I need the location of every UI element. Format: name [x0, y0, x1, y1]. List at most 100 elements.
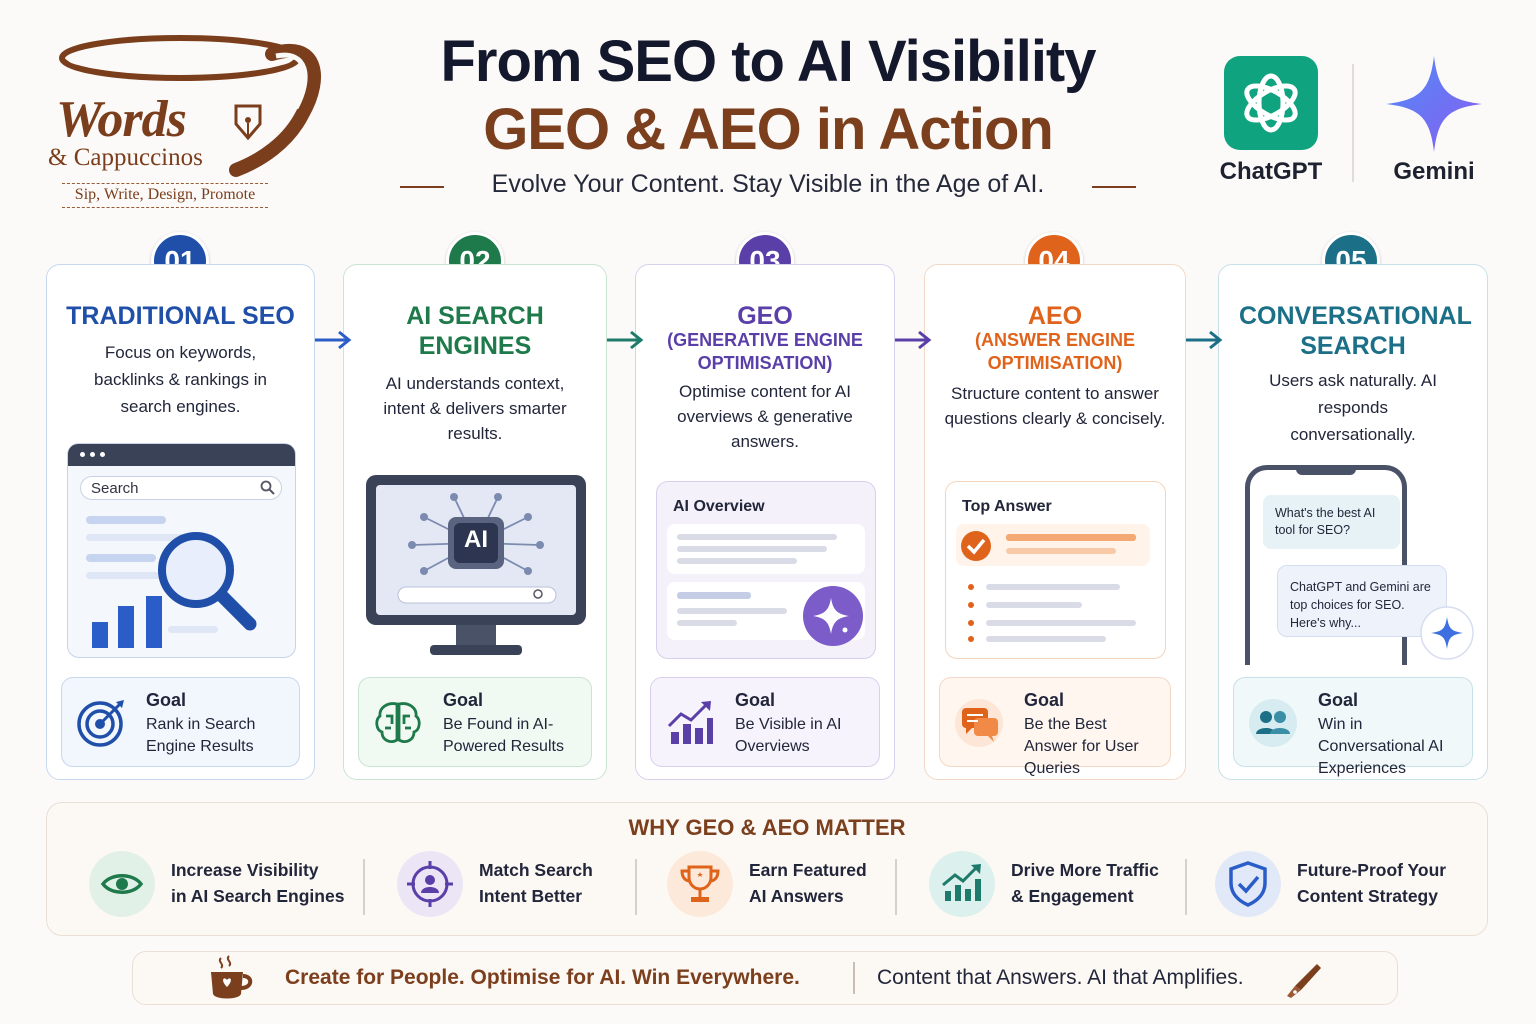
step-card-ai-search-engines: AI SEARCH ENGINES AI understands context…: [343, 264, 607, 780]
step-card-conversational-search: CONVERSATIONAL SEARCH Users ask naturall…: [1218, 264, 1488, 780]
pen-nib-icon: [234, 104, 262, 141]
step-title: CONVERSATIONAL SEARCH: [1239, 302, 1472, 360]
coffee-cup-icon: [211, 955, 253, 999]
step-description: Focus on keywords, backlinks & rankings …: [94, 343, 267, 416]
goal-label: Goal: [1024, 690, 1065, 710]
ai-monitor-illustration: [366, 475, 586, 655]
chatgpt-label: ChatGPT: [1219, 158, 1323, 185]
sparkle-icon: [803, 586, 863, 646]
goal-label: Goal: [443, 690, 484, 710]
eye-icon: [89, 851, 155, 917]
why-text-line2: in AI Search Engines: [171, 886, 345, 906]
page-title-secondary: GEO & AEO in Action: [483, 97, 1054, 162]
growth-chart-icon: [929, 851, 995, 917]
target-user-icon: [397, 851, 463, 917]
trophy-icon: [667, 851, 733, 917]
arrow-right-icon: [1186, 330, 1223, 350]
gemini-star-icon: [1386, 56, 1482, 152]
arrow-right-icon: [315, 330, 352, 350]
target-icon: [77, 700, 124, 747]
chatgpt-icon: [1244, 73, 1298, 133]
brand-logo: Words & Cappuccinos Sip, Write, Design, …: [40, 20, 330, 220]
ai-overview-illustration: AI Overview: [656, 481, 876, 659]
ai-chip-label: AI: [464, 526, 488, 553]
arrow-right-icon: [607, 330, 644, 350]
fountain-pen-icon: [1287, 964, 1321, 998]
goal-label: Goal: [735, 690, 776, 710]
top-answer-illustration: Top Answer: [945, 481, 1166, 659]
goal-text: Be Found in AI-Powered Results: [443, 716, 564, 755]
gemini-star-icon: [1420, 606, 1474, 660]
goal-text: Be the Best Answer for User Queries: [1024, 716, 1139, 777]
why-text: Earn Featured AI Answers: [749, 857, 867, 909]
step-subtitle: (ANSWER ENGINE OPTIMISATION): [974, 330, 1135, 373]
goal-text: Be Visible in AI Overviews: [735, 716, 842, 755]
chat-bubbles-icon: [955, 699, 1003, 747]
step-title: TRADITIONAL SEO: [66, 302, 295, 330]
why-text-line2: Content Strategy: [1297, 886, 1438, 906]
why-text-line2: & Engagement: [1011, 886, 1134, 906]
why-text-line1: Drive More Traffic: [1011, 860, 1159, 880]
why-item-visibility: Increase Visibility in AI Search Engines: [89, 851, 379, 919]
footer-banner: Create for People. Optimise for AI. Win …: [132, 951, 1398, 1005]
arrow-right-icon: [895, 330, 932, 350]
shield-check-icon: [1215, 851, 1281, 917]
step-title: AI SEARCH ENGINES: [406, 302, 544, 360]
step-card-traditional-seo: TRADITIONAL SEO Focus on keywords, backl…: [46, 264, 315, 780]
subtitle-divider-left: [400, 186, 444, 188]
users-icon: [1249, 699, 1297, 747]
why-section: WHY GEO & AEO MATTER Increase Visibility…: [46, 802, 1488, 936]
why-item-traffic: Drive More Traffic & Engagement: [929, 851, 1199, 919]
why-text: Drive More Traffic & Engagement: [1011, 857, 1159, 909]
logo-tagline: Sip, Write, Design, Promote: [62, 183, 268, 208]
step-description: Users ask naturally. AI responds convers…: [1269, 371, 1437, 444]
page-title: From SEO to AI Visibility: [440, 29, 1097, 94]
browser-titlebar: [68, 444, 295, 466]
check-circle-icon: [961, 531, 991, 561]
ai-overview-title: AI Overview: [673, 498, 765, 515]
why-text-line2: AI Answers: [749, 886, 844, 906]
growth-chart-icon: [667, 701, 713, 744]
step-title: AEO: [1027, 302, 1083, 330]
search-icon: [260, 480, 275, 495]
brain-icon: [375, 702, 421, 743]
ai-chat-bubble: ChatGPT and Gemini are top choices for S…: [1277, 565, 1447, 637]
gemini-label: Gemini: [1393, 158, 1475, 185]
why-text: Increase Visibility in AI Search Engines: [171, 857, 344, 909]
goal-text: Win in Conversational AI Experiences: [1318, 716, 1444, 777]
step-card-geo: GEO (GENERATIVE ENGINE OPTIMISATION) Opt…: [635, 264, 895, 780]
footer-tagline: Content that Answers. AI that Amplifies.: [877, 966, 1244, 989]
goal-label: Goal: [1318, 690, 1359, 710]
magnifier-chart-icon: [92, 532, 257, 648]
goal-box: Goal Win in Conversational AI Experience…: [1233, 677, 1473, 777]
why-item-featured: Earn Featured AI Answers: [667, 851, 907, 919]
why-text-line1: Increase Visibility: [171, 860, 319, 880]
why-text-line1: Earn Featured: [749, 860, 867, 880]
goal-box: Goal Rank in Search Engine Results: [61, 677, 300, 767]
subtitle-divider-right: [1092, 186, 1136, 188]
step-title: GEO: [737, 302, 793, 330]
why-title: WHY GEO & AEO MATTER: [628, 815, 906, 840]
why-text-line1: Match Search: [479, 860, 593, 880]
logo-words: Words: [56, 91, 187, 148]
why-text-line2: Intent Better: [479, 886, 583, 906]
brand-divider: [1352, 64, 1354, 182]
goal-text: Rank in Search Engine Results: [146, 716, 256, 755]
top-answer-title: Top Answer: [962, 498, 1052, 515]
coffee-cup-icon: [59, 35, 321, 177]
user-chat-bubble: What's the best AI tool for SEO?: [1263, 495, 1400, 549]
goal-box: Goal Be Visible in AI Overviews: [650, 677, 880, 767]
footer-divider: [853, 962, 855, 994]
step-description: Optimise content for AI overviews & gene…: [677, 382, 853, 451]
goal-box: Goal Be the Best Answer for User Queries: [939, 677, 1171, 777]
step-description: AI understands context, intent & deliver…: [383, 374, 567, 443]
why-text-line1: Future-Proof Your: [1297, 860, 1447, 880]
search-input: Search: [80, 476, 282, 500]
page-subtitle: Evolve Your Content. Stay Visible in the…: [491, 170, 1045, 198]
goal-label: Goal: [146, 690, 187, 710]
step-subtitle: (GENERATIVE ENGINE OPTIMISATION): [667, 330, 863, 373]
